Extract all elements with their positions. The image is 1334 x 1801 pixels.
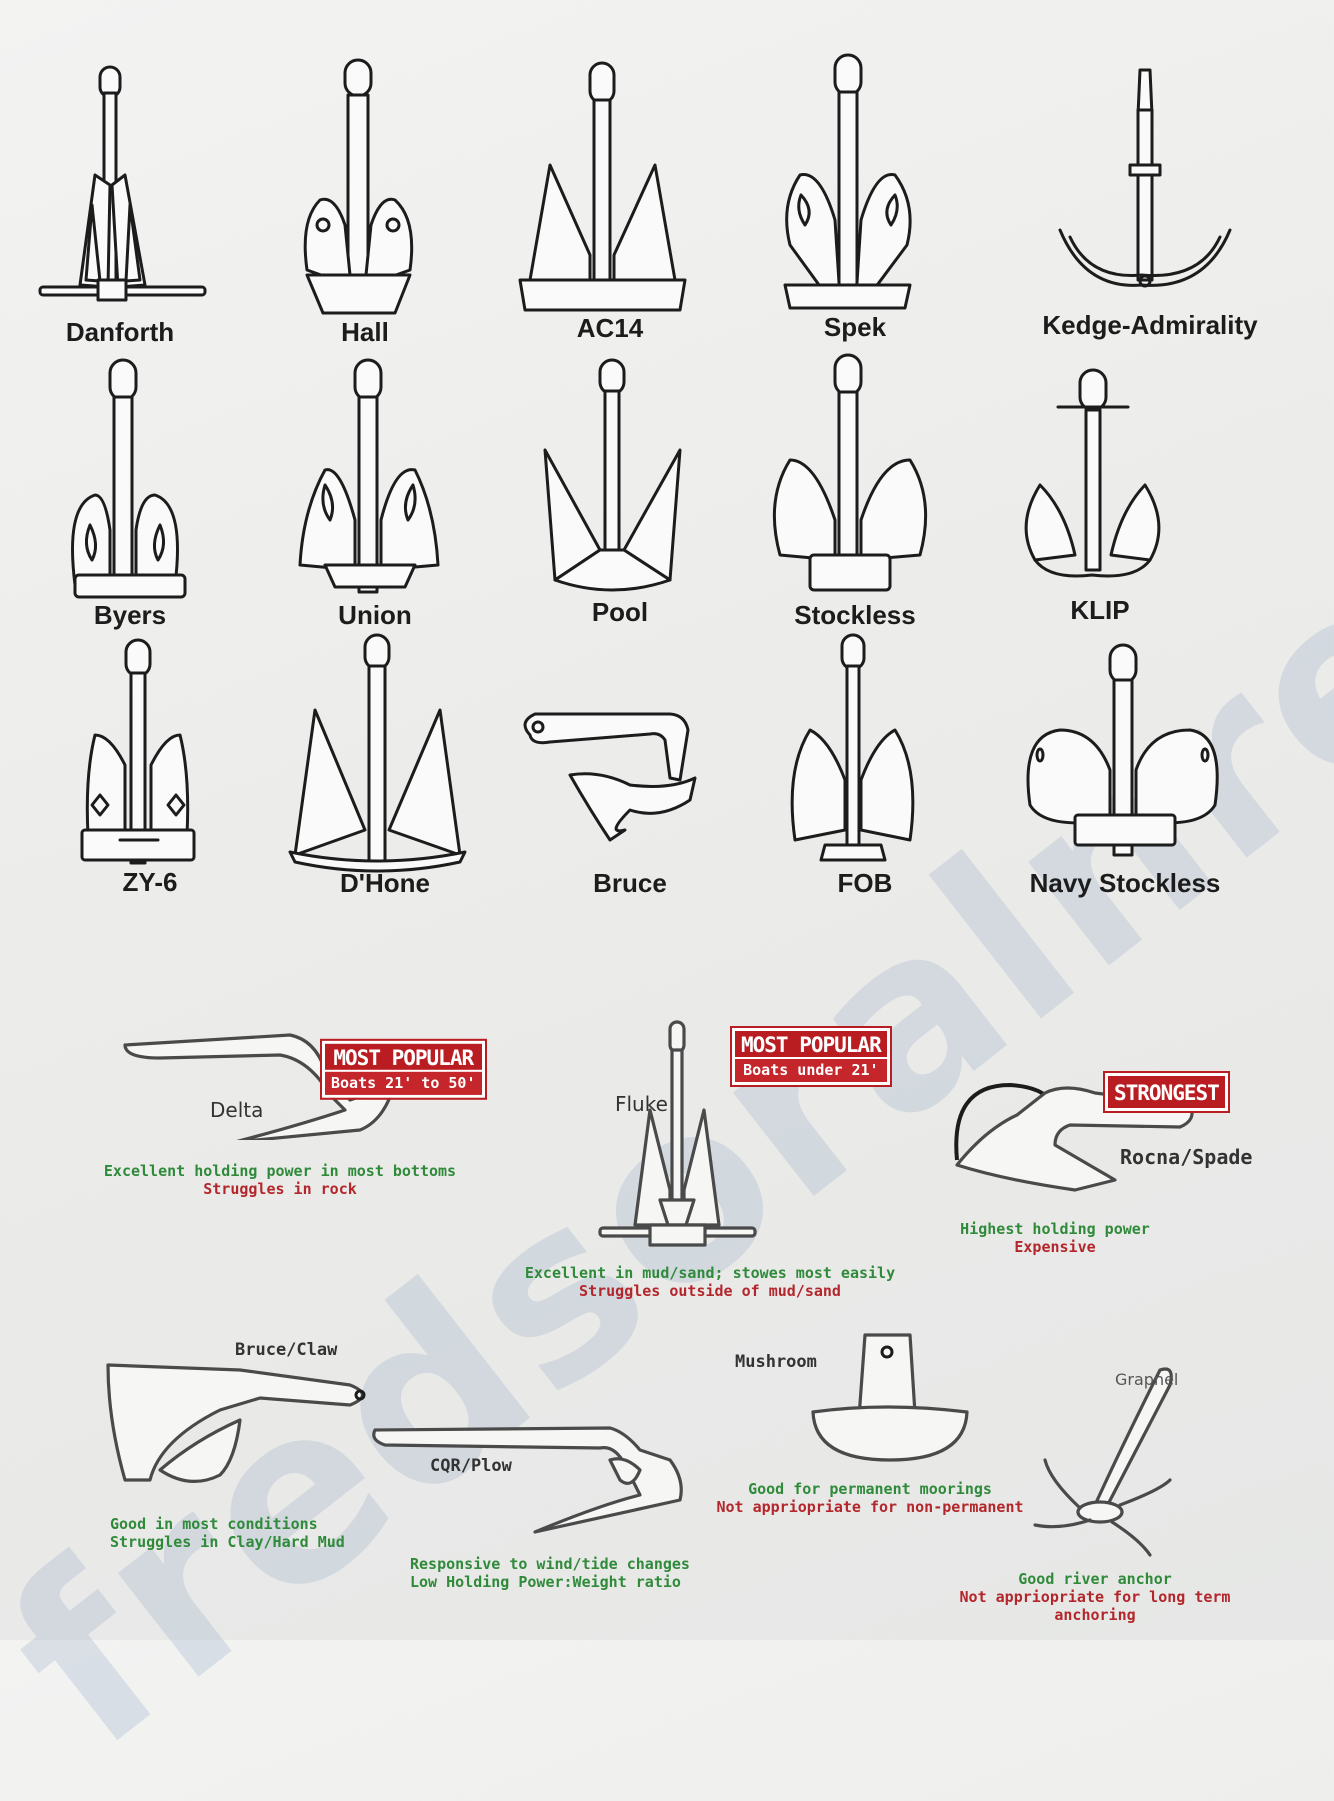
- label-fob: FOB: [745, 868, 985, 899]
- grapnel-drawing: [1020, 1360, 1220, 1560]
- cqr-drawing: [370, 1420, 710, 1550]
- label-klip: KLIP: [980, 595, 1220, 626]
- claw-pro: Good in most conditions: [110, 1515, 370, 1533]
- guide-claw: Bruce/Claw Good in most conditions Strug…: [100, 1340, 400, 1550]
- label-dhone: D'Hone: [265, 868, 505, 899]
- rocna-pro: Highest holding power: [915, 1220, 1195, 1238]
- fluke-badge-sub: Boats under 21': [735, 1057, 887, 1082]
- delta-pro: Excellent holding power in most bottoms: [90, 1162, 470, 1180]
- zy6-drawing: [30, 635, 290, 895]
- guide-grapnel: Grapnel Good river anchor Not appriopria…: [950, 1360, 1250, 1620]
- anchor-zy6: ZY-6: [30, 635, 290, 925]
- label-spek: Spek: [735, 312, 975, 343]
- label-danforth: Danforth: [0, 317, 240, 348]
- fluke-name: Fluke: [615, 1092, 668, 1116]
- anchor-hall: Hall: [245, 55, 505, 345]
- union-drawing: [255, 355, 515, 615]
- grapnel-pro: Good river anchor: [950, 1570, 1240, 1588]
- grapnel-con: Not appriopriate for long term anchoring: [950, 1588, 1240, 1624]
- guide-cqr: CQR/Plow Responsive to wind/tide changes…: [370, 1420, 710, 1640]
- cqr-pro: Responsive to wind/tide changes: [410, 1555, 710, 1573]
- anchor-bruce: Bruce: [510, 700, 770, 990]
- cqr-con: Low Holding Power:Weight ratio: [410, 1573, 710, 1591]
- anchor-fob: FOB: [745, 630, 1005, 920]
- anchor-dhone: D'Hone: [265, 630, 525, 920]
- claw-name: Bruce/Claw: [235, 1340, 337, 1360]
- anchor-danforth: Danforth: [0, 55, 260, 345]
- kedge-drawing: [1030, 55, 1290, 315]
- delta-con: Struggles in rock: [90, 1180, 470, 1198]
- klip-drawing: [980, 360, 1240, 620]
- guide-fluke: Fluke MOST POPULAR Boats under 21' Excel…: [500, 1020, 920, 1295]
- fluke-badge: MOST POPULAR Boats under 21': [732, 1028, 890, 1085]
- hall-drawing: [245, 55, 505, 315]
- label-stockless: Stockless: [735, 600, 975, 631]
- danforth-drawing: [0, 55, 260, 315]
- mushroom-name: Mushroom: [735, 1352, 817, 1372]
- label-kedge-admirality: Kedge-Admirality: [980, 310, 1320, 341]
- delta-desc: Excellent holding power in most bottoms …: [90, 1162, 470, 1198]
- rocna-name: Rocna/Spade: [1120, 1145, 1252, 1169]
- claw-con: Struggles in Clay/Hard Mud: [110, 1533, 370, 1551]
- claw-drawing: [100, 1360, 380, 1510]
- grapnel-desc: Good river anchor Not appriopriate for l…: [950, 1570, 1240, 1624]
- rocna-desc: Highest holding power Expensive: [915, 1220, 1195, 1256]
- anchor-spek: Spek: [735, 50, 995, 340]
- claw-desc: Good in most conditions Struggles in Cla…: [110, 1515, 370, 1551]
- fluke-pro: Excellent in mud/sand; stowes most easil…: [500, 1264, 920, 1282]
- label-hall: Hall: [245, 317, 485, 348]
- delta-badge-sub: Boats 21' to 50': [325, 1070, 482, 1095]
- label-bruce: Bruce: [510, 868, 750, 899]
- fluke-badge-title: MOST POPULAR: [735, 1031, 887, 1057]
- pool-drawing: [500, 355, 760, 615]
- grapnel-name: Grapnel: [1115, 1370, 1178, 1389]
- anchor-klip: KLIP: [980, 360, 1240, 650]
- anchor-union: Union: [255, 355, 515, 645]
- label-navy-stockless: Navy Stockless: [1005, 868, 1245, 899]
- rocna-badge-title: STRONGEST: [1108, 1079, 1225, 1105]
- dhone-drawing: [265, 630, 525, 890]
- stockless-drawing: [735, 350, 995, 610]
- delta-badge: MOST POPULAR Boats 21' to 50': [322, 1041, 485, 1098]
- anchor-byers: Byers: [10, 355, 270, 645]
- guide-delta: Delta MOST POPULAR Boats 21' to 50' Exce…: [90, 1030, 490, 1210]
- ac14-drawing: [490, 55, 750, 315]
- delta-badge-title: MOST POPULAR: [325, 1044, 482, 1070]
- label-union: Union: [255, 600, 495, 631]
- rocna-badge: STRONGEST: [1105, 1073, 1228, 1111]
- navy-stockless-drawing: [1010, 640, 1270, 880]
- anchor-pool: Pool: [500, 355, 760, 645]
- delta-name: Delta: [210, 1098, 263, 1122]
- label-zy6: ZY-6: [30, 867, 270, 898]
- anchor-ac14: AC14: [490, 55, 750, 345]
- guide-rocna: STRONGEST Rocna/Spade Highest holding po…: [945, 1065, 1265, 1265]
- fluke-con: Struggles outside of mud/sand: [500, 1282, 920, 1300]
- cqr-desc: Responsive to wind/tide changes Low Hold…: [410, 1555, 710, 1591]
- byers-drawing: [10, 355, 270, 615]
- spek-drawing: [735, 50, 995, 310]
- fluke-desc: Excellent in mud/sand; stowes most easil…: [500, 1264, 920, 1300]
- fob-drawing: [745, 630, 1005, 890]
- label-ac14: AC14: [490, 313, 730, 344]
- anchor-stockless: Stockless: [735, 350, 995, 640]
- anchor-kedge-admirality: Kedge-Admirality: [1030, 55, 1330, 345]
- cqr-name: CQR/Plow: [430, 1456, 512, 1476]
- label-pool: Pool: [500, 597, 740, 628]
- anchor-navy-stockless: Navy Stockless: [1010, 640, 1310, 930]
- label-byers: Byers: [10, 600, 250, 631]
- rocna-con: Expensive: [915, 1238, 1195, 1256]
